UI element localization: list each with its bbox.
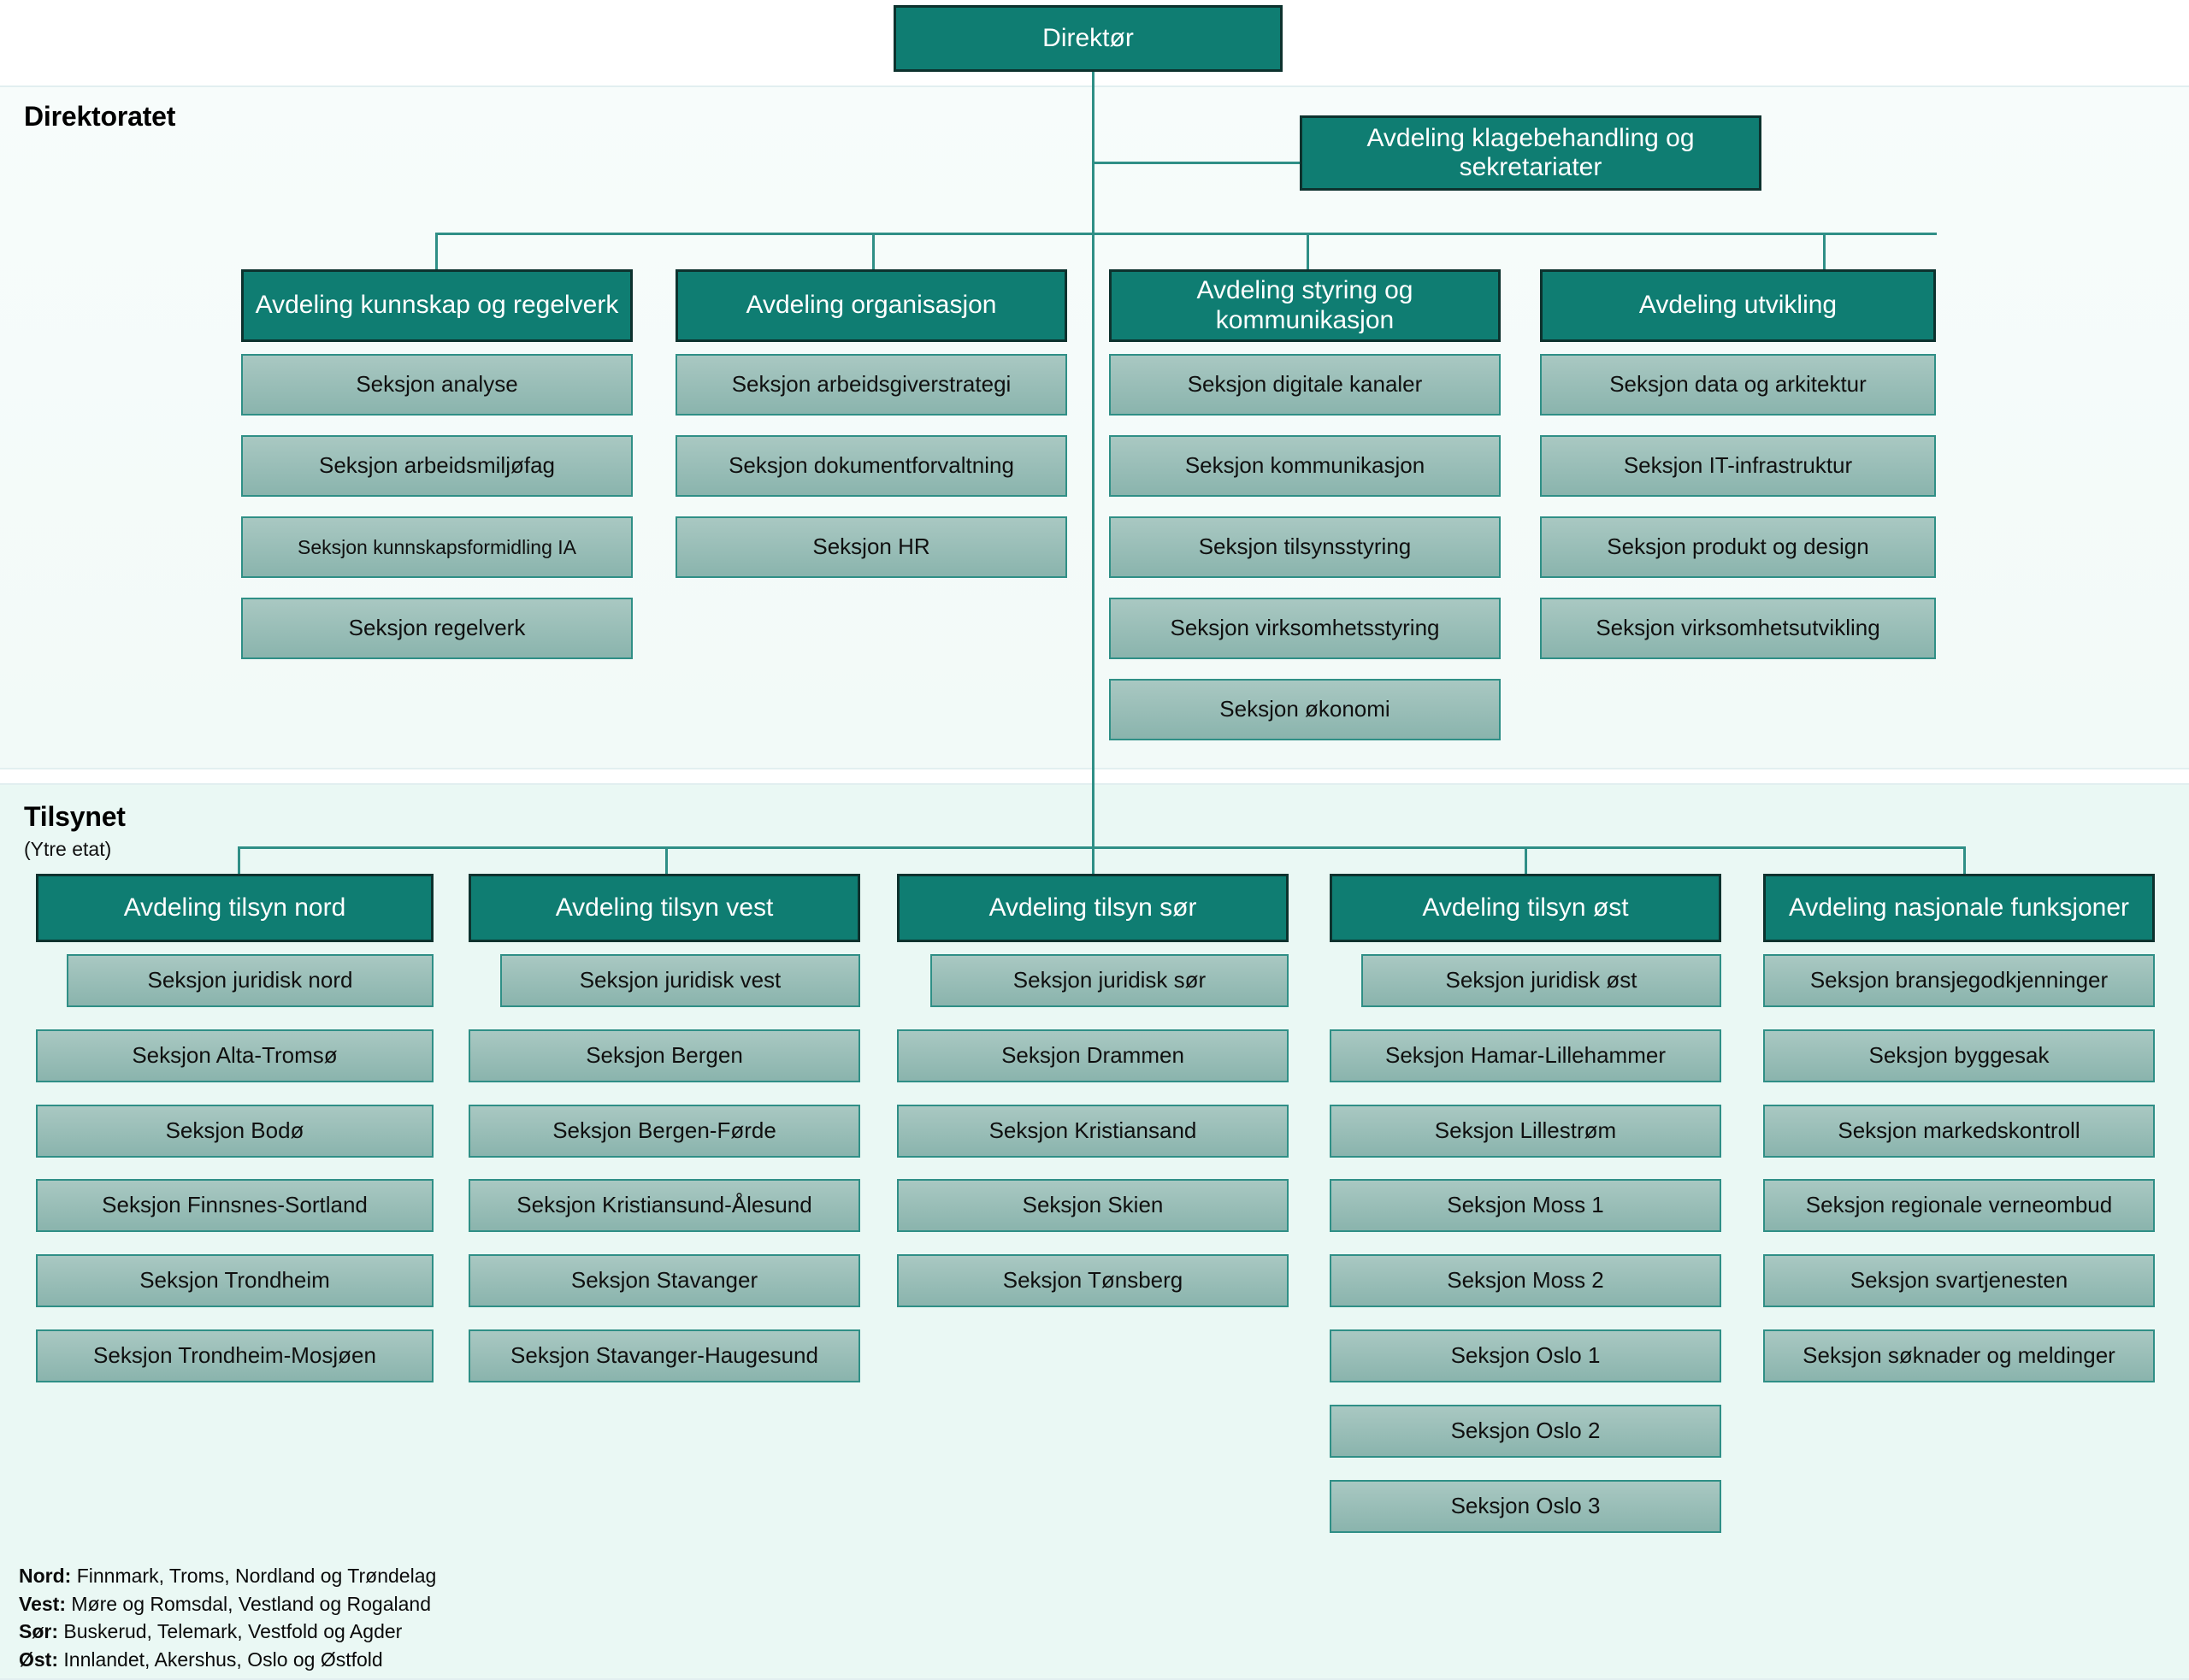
connector-drop-tilsyn-4 — [1525, 846, 1527, 874]
section-box[interactable]: Seksjon Stavanger-Haugesund — [469, 1329, 860, 1382]
section-box[interactable]: Seksjon byggesak — [1763, 1029, 2155, 1082]
section-box[interactable]: Seksjon arbeidsgiverstrategi — [676, 354, 1067, 416]
section-box[interactable]: Seksjon HR — [676, 516, 1067, 578]
section-box[interactable]: Seksjon Skien — [897, 1179, 1289, 1232]
connector-drop-dept-2 — [872, 233, 875, 269]
legend-row-ost: Øst: Innlandet, Akershus, Oslo og Østfol… — [19, 1646, 436, 1674]
connector-drop-tilsyn-1 — [238, 846, 240, 874]
section-box[interactable]: Seksjon Bergen — [469, 1029, 860, 1082]
connector-drop-tilsyn-2 — [665, 846, 668, 874]
legend-counties-nord: Finnmark, Troms, Nordland og Trøndelag — [71, 1565, 437, 1587]
section-box[interactable]: Seksjon bransjegodkjenninger — [1763, 954, 2155, 1007]
connector-drop-dept-3 — [1307, 233, 1309, 269]
legend-counties-vest: Møre og Romsdal, Vestland og Rogaland — [65, 1592, 432, 1615]
connector-root-to-staff — [1092, 162, 1300, 164]
section-box[interactable]: Seksjon Trondheim-Mosjøen — [36, 1329, 434, 1382]
dept-box-styring-og-kommunikasjon[interactable]: Avdeling styring og kommunikasjon — [1109, 269, 1501, 342]
connector-tilsynet-bus — [238, 846, 1966, 849]
section-box[interactable]: Seksjon dokumentforvaltning — [676, 435, 1067, 497]
section-box[interactable]: Seksjon juridisk øst — [1361, 954, 1721, 1007]
legend-counties-ost: Innlandet, Akershus, Oslo og Østfold — [58, 1648, 383, 1671]
section-box[interactable]: Seksjon virksomhetsstyring — [1109, 598, 1501, 659]
dept-box-organisasjon[interactable]: Avdeling organisasjon — [676, 269, 1067, 342]
section-box[interactable]: Seksjon arbeidsmiljøfag — [241, 435, 633, 497]
connector-root-spine — [1092, 70, 1094, 865]
section-box[interactable]: Seksjon data og arkitektur — [1540, 354, 1936, 416]
section-box[interactable]: Seksjon Finnsnes-Sortland — [36, 1179, 434, 1232]
section-box[interactable]: Seksjon tilsynsstyring — [1109, 516, 1501, 578]
legend-row-sor: Sør: Buskerud, Telemark, Vestfold og Agd… — [19, 1618, 436, 1646]
section-box[interactable]: Seksjon Stavanger — [469, 1254, 860, 1307]
section-title-tilsynet: Tilsynet — [24, 801, 126, 832]
section-box[interactable]: Seksjon produkt og design — [1540, 516, 1936, 578]
connector-drop-tilsyn-3 — [1092, 846, 1094, 874]
section-box[interactable]: Seksjon Bodø — [36, 1105, 434, 1158]
section-box[interactable]: Seksjon analyse — [241, 354, 633, 416]
section-box[interactable]: Seksjon juridisk sør — [930, 954, 1289, 1007]
section-box[interactable]: Seksjon Oslo 1 — [1330, 1329, 1721, 1382]
section-box[interactable]: Seksjon Moss 1 — [1330, 1179, 1721, 1232]
section-box[interactable]: Seksjon digitale kanaler — [1109, 354, 1501, 416]
section-panel-direktoratet — [0, 85, 2189, 769]
section-box[interactable]: Seksjon Kristiansand — [897, 1105, 1289, 1158]
legend-row-nord: Nord: Finnmark, Troms, Nordland og Trønd… — [19, 1562, 436, 1590]
section-box[interactable]: Seksjon Bergen-Førde — [469, 1105, 860, 1158]
dept-box-nasjonale-funksjoner[interactable]: Avdeling nasjonale funksjoner — [1763, 874, 2155, 942]
section-box[interactable]: Seksjon søknader og meldinger — [1763, 1329, 2155, 1382]
dept-box-direktor[interactable]: Direktør — [894, 5, 1283, 72]
section-box[interactable]: Seksjon Oslo 3 — [1330, 1480, 1721, 1533]
section-box[interactable]: Seksjon IT-infrastruktur — [1540, 435, 1936, 497]
connector-drop-tilsyn-5 — [1963, 846, 1966, 874]
legend-counties-sor: Buskerud, Telemark, Vestfold og Agder — [58, 1620, 403, 1643]
section-box[interactable]: Seksjon Lillestrøm — [1330, 1105, 1721, 1158]
connector-drop-dept-1 — [435, 233, 438, 269]
section-box[interactable]: Seksjon Trondheim — [36, 1254, 434, 1307]
legend-row-vest: Vest: Møre og Romsdal, Vestland og Rogal… — [19, 1590, 436, 1618]
dept-box-utvikling[interactable]: Avdeling utvikling — [1540, 269, 1936, 342]
legend-region-sor: Sør: — [19, 1620, 58, 1643]
dept-box-klagebehandling[interactable]: Avdeling klagebehandling og sekretariate… — [1300, 115, 1761, 191]
section-box[interactable]: Seksjon Moss 2 — [1330, 1254, 1721, 1307]
section-box[interactable]: Seksjon regelverk — [241, 598, 633, 659]
section-subtitle-tilsynet: (Ytre etat) — [24, 838, 112, 860]
section-box[interactable]: Seksjon virksomhetsutvikling — [1540, 598, 1936, 659]
dept-box-tilsyn-sor[interactable]: Avdeling tilsyn sør — [897, 874, 1289, 942]
legend-region-nord: Nord: — [19, 1565, 72, 1587]
section-box[interactable]: Seksjon Oslo 2 — [1330, 1405, 1721, 1458]
section-box[interactable]: Seksjon Alta-Tromsø — [36, 1029, 434, 1082]
section-box[interactable]: Seksjon svartjenesten — [1763, 1254, 2155, 1307]
section-box[interactable]: Seksjon Hamar-Lillehammer — [1330, 1029, 1721, 1082]
section-box[interactable]: Seksjon juridisk nord — [67, 954, 434, 1007]
section-box[interactable]: Seksjon kunnskapsformidling IA — [241, 516, 633, 578]
section-box[interactable]: Seksjon juridisk vest — [500, 954, 860, 1007]
legend-region-vest: Vest: — [19, 1592, 66, 1615]
dept-box-kunnskap-og-regelverk[interactable]: Avdeling kunnskap og regelverk — [241, 269, 633, 342]
section-box[interactable]: Seksjon Kristiansund-Ålesund — [469, 1179, 860, 1232]
section-title-direktoratet: Direktoratet — [24, 101, 176, 132]
section-box[interactable]: Seksjon økonomi — [1109, 679, 1501, 740]
dept-box-tilsyn-ost[interactable]: Avdeling tilsyn øst — [1330, 874, 1721, 942]
section-box[interactable]: Seksjon regionale verneombud — [1763, 1179, 2155, 1232]
section-box[interactable]: Seksjon kommunikasjon — [1109, 435, 1501, 497]
connector-drop-dept-4 — [1823, 233, 1826, 269]
region-legend: Nord: Finnmark, Troms, Nordland og Trønd… — [19, 1562, 436, 1674]
section-box[interactable]: Seksjon Tønsberg — [897, 1254, 1289, 1307]
legend-region-ost: Øst: — [19, 1648, 58, 1671]
connector-direktoratet-bus — [435, 233, 1937, 235]
section-box[interactable]: Seksjon markedskontroll — [1763, 1105, 2155, 1158]
section-box[interactable]: Seksjon Drammen — [897, 1029, 1289, 1082]
dept-box-tilsyn-nord[interactable]: Avdeling tilsyn nord — [36, 874, 434, 942]
dept-box-tilsyn-vest[interactable]: Avdeling tilsyn vest — [469, 874, 860, 942]
